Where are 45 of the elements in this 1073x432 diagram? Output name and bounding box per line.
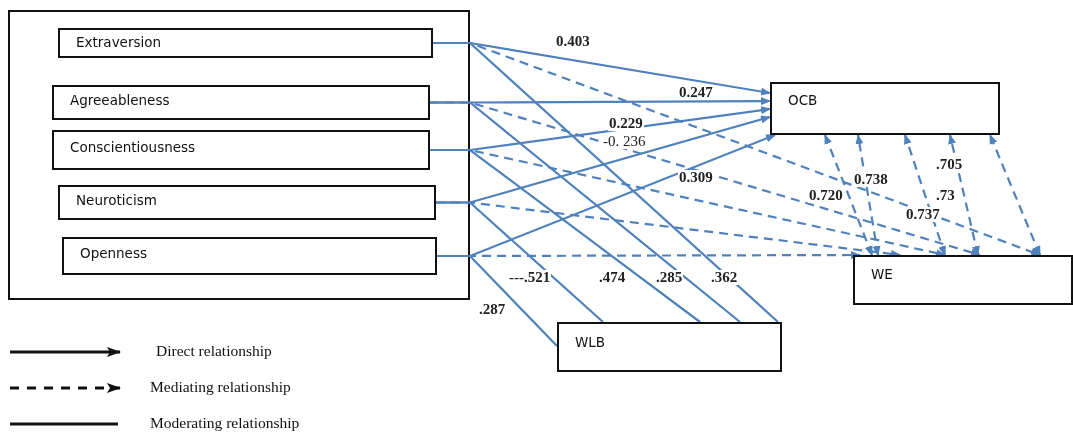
connector-line xyxy=(430,148,701,323)
legend-label: Mediating relationship xyxy=(150,378,291,396)
construct-label: Extraversion xyxy=(76,34,162,50)
dashed-arrow xyxy=(823,134,874,256)
construct-label: OCB xyxy=(788,92,818,108)
edge-label: -0. 236 xyxy=(602,134,647,149)
construct-box xyxy=(557,322,782,372)
construct-box xyxy=(853,255,1073,305)
construct-label: Conscientiousness xyxy=(70,139,196,155)
construct-box xyxy=(58,28,433,58)
edge-label: .287 xyxy=(478,302,507,317)
dashed-arrow xyxy=(989,134,1041,256)
dashed-arrow xyxy=(855,134,881,256)
edge-label: .705 xyxy=(935,157,964,172)
edge-label: 0.720 xyxy=(808,188,844,203)
construct-label: WLB xyxy=(575,334,606,350)
construct-box xyxy=(58,185,436,220)
connector-line xyxy=(430,101,741,323)
construct-box xyxy=(770,82,1000,135)
construct-box xyxy=(62,237,437,275)
edge-label: 0.738 xyxy=(853,172,889,187)
edge-label: 0.403 xyxy=(555,34,591,49)
construct-box xyxy=(52,85,430,120)
connector-line xyxy=(436,201,604,323)
edge-label: 0.309 xyxy=(678,170,714,185)
construct-label: Openness xyxy=(80,245,147,261)
edge-label: .362 xyxy=(710,270,739,285)
connector-line xyxy=(433,41,779,323)
connector-line xyxy=(437,254,558,347)
legend-label: Direct relationship xyxy=(156,342,272,360)
dashed-arrow xyxy=(948,134,980,256)
edge-label: .285 xyxy=(655,270,684,285)
edge-label: 0.737 xyxy=(905,207,941,222)
dashed-arrow xyxy=(903,134,947,256)
group-frame xyxy=(8,10,470,300)
edge-label: 0.247 xyxy=(678,85,714,100)
construct-label: WE xyxy=(871,266,893,282)
edge-label: .73 xyxy=(935,188,956,203)
edge-label: .474 xyxy=(598,270,627,285)
construct-box xyxy=(52,130,430,170)
construct-label: Agreeableness xyxy=(70,92,170,108)
edge-label: ---.521 xyxy=(508,270,552,285)
edge-label: 0.229 xyxy=(608,116,644,131)
legend-label: Moderating relationship xyxy=(150,414,300,432)
construct-label: Neuroticism xyxy=(76,192,157,208)
